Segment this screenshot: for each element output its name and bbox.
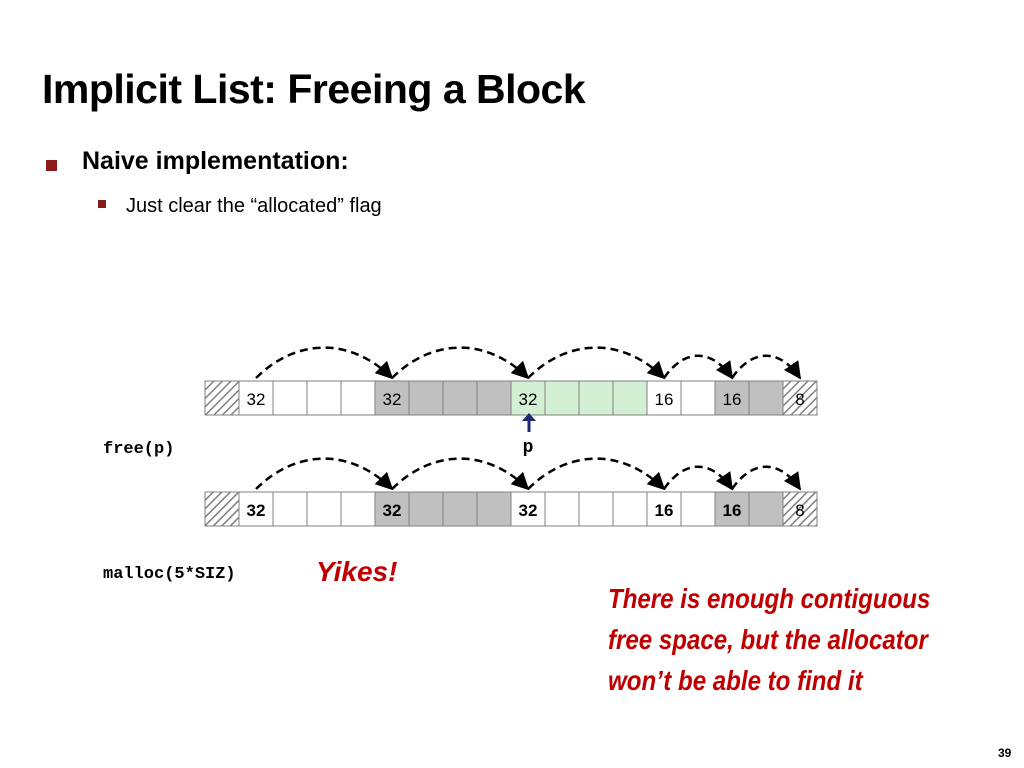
next-block-link-arrow xyxy=(730,354,802,380)
block-size-label: 32 xyxy=(247,390,266,409)
block-payload-word xyxy=(680,491,716,527)
block-header-word xyxy=(646,380,682,416)
pointer-p-arrow xyxy=(522,413,536,432)
sub-bullet-clear-flag: Just clear the “allocated” flag xyxy=(126,195,382,217)
block-size-label: 16 xyxy=(655,390,674,409)
next-block-link-arrow xyxy=(391,457,530,491)
sentinel-word xyxy=(782,380,818,416)
heap-before-free: 32 32 32 16 16 8 xyxy=(204,346,818,416)
block-payload-word xyxy=(612,380,648,416)
next-block-link-arrow xyxy=(662,354,734,380)
next-block-link-arrow xyxy=(527,457,666,491)
block-size-label: 32 xyxy=(519,501,538,520)
next-block-link-arrow xyxy=(255,457,394,491)
block-header-word xyxy=(238,380,274,416)
block-size-label: 32 xyxy=(247,501,266,520)
block-payload-word xyxy=(544,491,580,527)
heap-after-free: 32 32 32 16 16 8 xyxy=(204,457,818,527)
block-size-label: 32 xyxy=(519,390,538,409)
padding-word xyxy=(204,380,240,416)
code-malloc-call: malloc(5*SIZ) xyxy=(103,565,236,584)
block-size-label: 16 xyxy=(655,501,674,520)
sub-bullet-square-icon xyxy=(98,200,106,208)
block-payload-word xyxy=(578,380,614,416)
block-header-word xyxy=(714,380,750,416)
bullet-square-icon xyxy=(46,160,57,171)
next-block-link-arrow xyxy=(527,346,666,380)
block-size-label: 32 xyxy=(383,501,402,520)
block-size-label: 32 xyxy=(383,390,402,409)
block-payload-word xyxy=(340,380,376,416)
contiguous-space-note: There is enough contiguous free space, b… xyxy=(608,583,931,696)
next-block-link-arrow xyxy=(255,346,394,380)
block-payload-word xyxy=(306,380,342,416)
block-payload-word xyxy=(748,491,784,527)
block-payload-word xyxy=(442,491,478,527)
block-payload-word xyxy=(748,380,784,416)
block-header-word xyxy=(646,491,682,527)
code-free-call: free(p) xyxy=(103,440,175,459)
pointer-p-label: p xyxy=(523,438,534,458)
block-header-word xyxy=(510,491,546,527)
block-header-word xyxy=(714,491,750,527)
block-payload-word xyxy=(476,380,512,416)
block-payload-word xyxy=(612,491,648,527)
next-block-link-arrow xyxy=(662,465,734,491)
block-payload-word xyxy=(272,491,308,527)
sentinel-size-label: 8 xyxy=(795,390,804,409)
block-header-word xyxy=(374,491,410,527)
next-block-link-arrow xyxy=(391,346,530,380)
block-payload-word xyxy=(306,491,342,527)
block-header-word xyxy=(374,380,410,416)
block-payload-word xyxy=(442,380,478,416)
block-payload-word xyxy=(340,491,376,527)
block-payload-word xyxy=(544,380,580,416)
block-payload-word xyxy=(476,491,512,527)
page-number: 39 xyxy=(998,746,1012,760)
block-payload-word xyxy=(578,491,614,527)
slide-title: Implicit List: Freeing a Block xyxy=(42,66,586,112)
sentinel-word xyxy=(782,491,818,527)
block-payload-word xyxy=(408,491,444,527)
padding-word xyxy=(204,491,240,527)
bullet-naive-implementation: Naive implementation: xyxy=(82,147,349,175)
block-size-label: 16 xyxy=(723,501,742,520)
yikes-label: Yikes! xyxy=(316,556,398,587)
sentinel-size-label: 8 xyxy=(795,501,804,520)
block-size-label: 16 xyxy=(723,390,742,409)
block-payload-word xyxy=(408,380,444,416)
block-payload-word xyxy=(272,380,308,416)
block-payload-word xyxy=(680,380,716,416)
next-block-link-arrow xyxy=(730,465,802,491)
